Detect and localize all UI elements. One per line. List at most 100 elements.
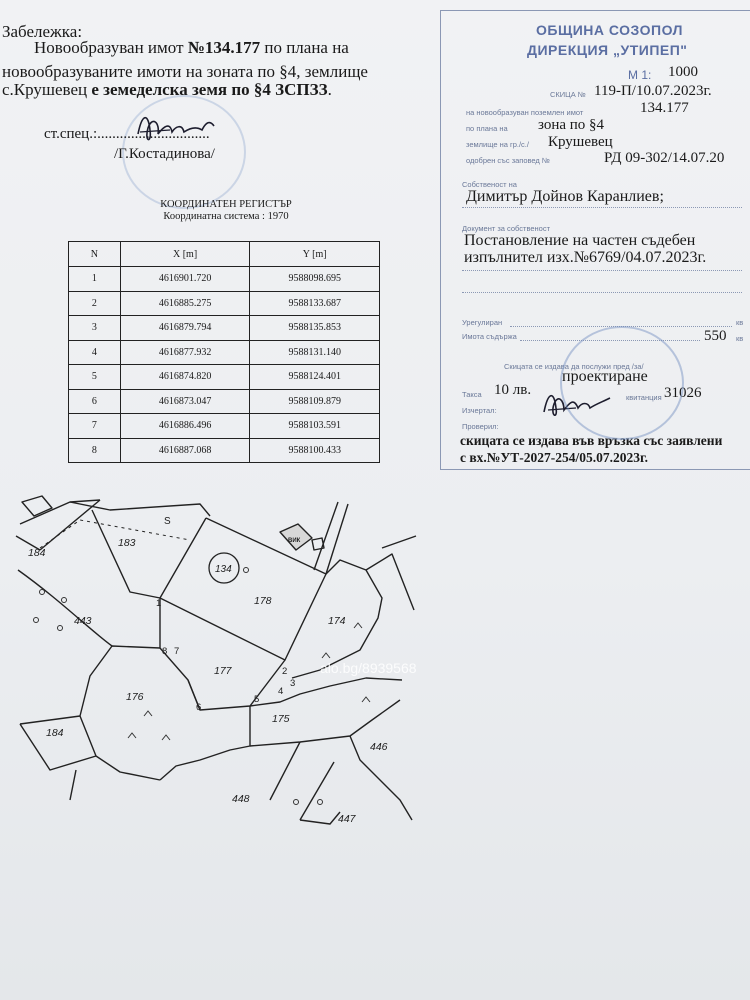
note-line-1: Новообразуван имот №134.177 по плана на [34, 38, 349, 57]
sketch-number-value: 119-П/10.07.2023г. [594, 83, 712, 99]
regulated-suffix: кв [736, 318, 744, 327]
parcel-134-circle [208, 552, 240, 584]
specialist-signature [137, 116, 215, 141]
point-label: 4 [278, 686, 283, 697]
map-parcel-boundary [299, 761, 335, 821]
point-label: 3 [290, 678, 295, 689]
tree-symbol [57, 625, 63, 631]
map-parcel-boundary [269, 741, 301, 801]
parcel-label: 176 [126, 691, 144, 703]
area-value: 550 [704, 328, 727, 344]
map-parcel-boundary [249, 677, 403, 707]
map-parcel-boundary [187, 679, 201, 711]
parcel-label: 184 [46, 727, 64, 739]
specialist-name: /Г.Костадинова/ [114, 146, 215, 162]
column-header: Y [m] [249, 241, 380, 267]
tree-symbol [39, 589, 45, 595]
note-line-3: с.Крушевец е земеделска земя по §4 ЗСПЗЗ… [2, 80, 332, 99]
vegetation-symbol [161, 734, 171, 741]
point-label: 8 [162, 646, 167, 657]
map-parcel-boundary [21, 495, 53, 517]
ownership-doc-label: Документ за собственост [462, 224, 551, 233]
ownership-doc-line-1: Постановление на частен съдебен [464, 232, 696, 249]
footer-line-1: скицата се издава във връзка със заявлен… [460, 433, 723, 448]
point-label: 6 [196, 702, 201, 713]
map-parcel-boundary [325, 503, 349, 575]
map-parcel-boundary [159, 706, 251, 781]
vegetation-symbol [143, 710, 153, 717]
vegetation-symbol [127, 732, 137, 739]
parcel-label: 447 [338, 813, 357, 825]
sketch-form [440, 10, 750, 470]
map-parcel-boundary [291, 559, 383, 679]
vegetation-symbol [361, 696, 371, 703]
tree-symbol [317, 799, 323, 805]
map-parcel-boundary [159, 517, 327, 661]
municipality-name: ОБЩИНА СОЗОПОЛ [536, 22, 683, 38]
parcel-label: 446 [370, 741, 388, 753]
map-parcel-boundary [15, 535, 41, 551]
map-parcel-boundary [299, 811, 341, 825]
approved-label: одобрен със заповед № [466, 156, 550, 165]
map-parcel-boundary [39, 499, 101, 551]
approved-value: РД 09-302/14.07.20 [604, 150, 725, 166]
parcel-label: 448 [232, 793, 250, 805]
point-label: 1 [156, 598, 161, 609]
scale-label: М 1: [628, 68, 652, 82]
tree-symbol [293, 799, 299, 805]
checked-by-label: Проверил: [462, 422, 499, 431]
cadastral-map: 183 184 134 178 174 443 177 176 175 184 … [15, 495, 417, 825]
map-parcel-boundary [17, 569, 113, 647]
map-parcel-boundary [313, 501, 339, 571]
area-suffix: кв [736, 334, 744, 343]
map-parcel-boundary [19, 723, 97, 771]
map-parcel-boundary [91, 509, 207, 599]
scale-value: 1000 [668, 64, 698, 80]
sketch-number-label: СКИЦА № [550, 90, 586, 99]
note-heading: Забележка: [2, 22, 83, 41]
parcel-label: 183 [118, 537, 136, 549]
directorate-name: ДИРЕКЦИЯ „УТИПЕП" [527, 42, 688, 58]
owner-value: Димитър Дойнов Каранлиев; [466, 188, 664, 205]
footer-line-2: с вх.№УТ-2027-254/05.07.2023г. [460, 450, 648, 465]
map-parcel-boundary [381, 535, 417, 549]
map-dashed-line [39, 519, 191, 549]
register-subtitle: Координатна система : 1970 [163, 211, 289, 222]
parcel-label: 178 [254, 595, 272, 607]
municipal-stamp-right [560, 326, 684, 440]
map-parcel-boundary [365, 553, 415, 611]
vik-label: ВИК [288, 538, 301, 544]
vik-building [279, 523, 313, 551]
map-parcel-boundary [19, 715, 81, 725]
plot-label: на новообразуван поземлен имот [466, 108, 584, 117]
doc-dots-1 [462, 270, 742, 271]
map-parcel-boundary [349, 735, 413, 821]
area-label: Имота съдържа [462, 332, 517, 341]
vik-building-annex [311, 537, 325, 551]
parcel-label: 175 [272, 713, 290, 725]
register-title: КООРДИНАТЕН РЕГИСТЪР [160, 199, 292, 210]
land-value: Крушевец [548, 134, 613, 150]
column-header: N [68, 241, 121, 267]
owner-label: Собственост на [462, 180, 517, 189]
watermark-text: alo.bg/8939568 [320, 660, 417, 676]
vegetation-symbol [321, 652, 331, 659]
drawn-by-label: Изчертал: [462, 406, 497, 415]
point-label: 2 [282, 666, 287, 677]
parcel-label: 134 [215, 564, 232, 575]
point-label: 7 [174, 646, 179, 657]
map-parcel-boundary [69, 769, 77, 801]
plan-value: зона по §4 [538, 117, 605, 133]
tree-symbol [61, 597, 67, 603]
plan-label: по плана на [466, 124, 508, 133]
tree-symbol [243, 567, 249, 573]
owner-dots [462, 207, 742, 208]
parcel-label: 443 [74, 615, 92, 627]
